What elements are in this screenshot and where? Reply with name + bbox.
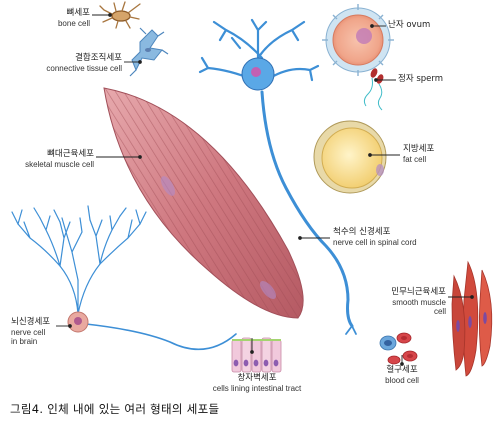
skeletal-muscle-label-en: skeletal muscle cell xyxy=(25,159,94,169)
intestinal-cells-label-en: cells lining intestinal tract xyxy=(212,383,302,393)
blood-cell-label: 혈구세포 blood cell xyxy=(372,365,432,385)
connective-cell-label-ko: 결합조직세포 xyxy=(75,53,122,63)
spinal-nerve-label-ko: 척수의 신경세포 xyxy=(333,227,391,237)
skeletal-muscle-drawing xyxy=(103,87,304,319)
brain-nerve-label-ko: 뇌신경세포 xyxy=(11,317,51,327)
intestinal-cells-label: 창자벽세포 cells lining intestinal tract xyxy=(196,373,318,393)
fat-cell-label-ko: 지방세포 xyxy=(403,144,435,154)
spinal-nerve-drawing xyxy=(198,18,357,335)
brain-nerve-drawing xyxy=(11,205,237,351)
blood-cells-drawing xyxy=(379,332,418,365)
smooth-muscle-label: 민무늬근육세포 smooth muscle cell xyxy=(378,287,446,317)
intestinal-cells-label-ko: 창자벽세포 xyxy=(237,373,277,383)
ovum-label: 난자 ovum xyxy=(388,20,431,31)
spinal-nerve-nucleus xyxy=(251,67,261,77)
intestinal-cells-drawing xyxy=(231,337,282,373)
smooth-muscle-label-en1: smooth muscle xyxy=(392,297,446,307)
fat-cell-label-en: fat cell xyxy=(403,154,427,164)
ovum-drawing xyxy=(322,4,394,76)
brain-nerve-label-en1: nerve cell xyxy=(11,327,46,337)
connective-cell-label: 결합조직세포 connective tissue cell xyxy=(2,53,122,73)
brain-nerve-label-en2: in brain xyxy=(11,337,38,346)
blood-cell-label-en: blood cell xyxy=(385,375,419,385)
skeletal-muscle-label-ko: 뼈대근육세포 xyxy=(47,149,94,159)
bone-cell-drawing xyxy=(99,1,141,29)
fat-cell-label: 지방세포 fat cell xyxy=(403,144,435,164)
spinal-nerve-label-en: nerve cell in spinal cord xyxy=(333,237,417,247)
spinal-nerve-label: 척수의 신경세포 nerve cell in spinal cord xyxy=(333,227,417,247)
sperm-drawing xyxy=(363,68,384,111)
brain-nerve-label: 뇌신경세포 nerve cell in brain xyxy=(11,317,51,347)
smooth-muscle-drawing xyxy=(451,260,493,377)
bone-cell-label-ko: 뼈세포 xyxy=(66,8,90,18)
connective-cell-label-en: connective tissue cell xyxy=(46,63,122,73)
skeletal-muscle-label: 뼈대근육세포 skeletal muscle cell xyxy=(2,149,94,169)
smooth-muscle-label-ko: 민무늬근육세포 xyxy=(391,287,446,297)
sperm-label: 정자 sperm xyxy=(398,74,444,85)
fat-cell-drawing xyxy=(313,120,387,194)
brain-nerve-nucleus xyxy=(74,317,82,325)
sperm-label-text: 정자 sperm xyxy=(398,74,444,84)
connective-cell-drawing xyxy=(129,27,169,77)
figure-caption: 그림4. 인체 내에 있는 여러 형태의 세포들 xyxy=(10,402,220,416)
blood-cell-label-ko: 혈구세포 xyxy=(386,365,418,375)
leader-lines xyxy=(56,13,474,366)
ovum-label-text: 난자 ovum xyxy=(388,20,431,30)
bone-cell-label: 뼈세포 bone cell xyxy=(30,8,90,28)
smooth-muscle-label-en2: cell xyxy=(433,307,446,316)
bone-cell-label-en: bone cell xyxy=(57,18,90,28)
